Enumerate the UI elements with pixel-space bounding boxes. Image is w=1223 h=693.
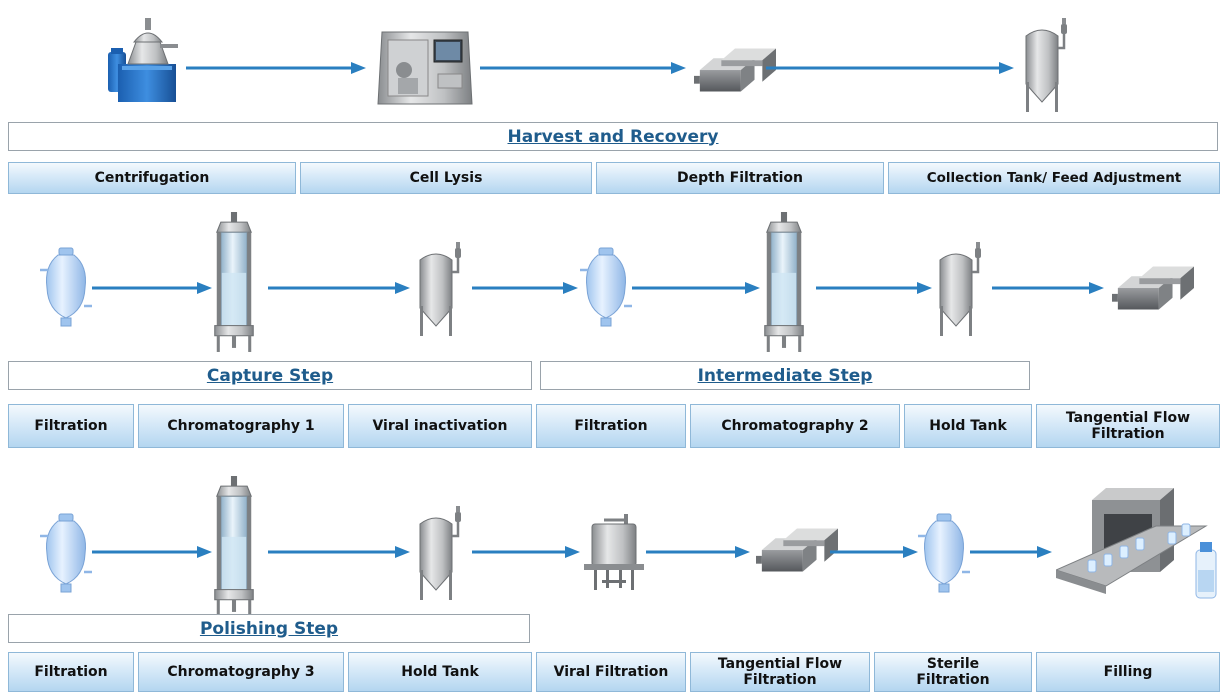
flow-arrow [92, 546, 212, 558]
filling-machine-icon [1056, 486, 1222, 604]
flow-arrow [992, 282, 1104, 294]
hold-tank-icon [932, 236, 988, 344]
step-centrifugation: Centrifugation [8, 162, 296, 194]
step-depth-filtration: Depth Filtration [596, 162, 884, 194]
tff-module-icon [756, 528, 838, 574]
centrifuge-icon [108, 14, 188, 104]
flow-arrow [268, 282, 410, 294]
filter-vessel-icon [40, 246, 92, 330]
step-chromatography-2: Chromatography 2 [690, 404, 900, 448]
step-filtration: Filtration [8, 404, 134, 448]
step-hold-tank-2: Hold Tank [348, 652, 532, 692]
filter-vessel-icon [580, 246, 632, 330]
step-collection-tank: Collection Tank/ Feed Adjustment [888, 162, 1220, 194]
flow-arrow [766, 62, 1014, 74]
flow-arrow [816, 282, 932, 294]
flow-arrow [830, 546, 918, 558]
section-title-harvest: Harvest and Recovery [8, 122, 1218, 151]
step-filtration-2: Filtration [536, 404, 686, 448]
step-filling: Filling [1036, 652, 1220, 692]
step-viral-filtration: Viral Filtration [536, 652, 686, 692]
flow-arrow [646, 546, 750, 558]
flow-arrow [970, 546, 1052, 558]
flow-arrow [472, 282, 578, 294]
step-tangential-flow-filtration: Tangential Flow Filtration [1036, 404, 1220, 448]
tff-module-icon [1112, 266, 1194, 312]
section-title-intermediate: Intermediate Step [540, 361, 1030, 390]
step-tangential-flow-filtration-2: Tangential Flow Filtration [690, 652, 870, 692]
collection-tank-icon [1018, 12, 1074, 120]
filter-vessel-icon [918, 512, 970, 596]
viral-filter-icon [584, 514, 644, 594]
hold-tank-icon [412, 500, 468, 608]
depth-filter-icon [694, 48, 776, 94]
step-chromatography-1: Chromatography 1 [138, 404, 344, 448]
step-viral-inactivation: Viral inactivation [348, 404, 532, 448]
cell-lysis-machine-icon [374, 26, 474, 110]
flow-arrow [268, 546, 410, 558]
step-hold-tank: Hold Tank [904, 404, 1032, 448]
chromatography-column-icon [214, 212, 254, 354]
flow-arrow [186, 62, 366, 74]
section-title-polishing: Polishing Step [8, 614, 530, 643]
step-sterile-filtration: Sterile Filtration [874, 652, 1032, 692]
flow-arrow [632, 282, 760, 294]
chromatography-column-icon [764, 212, 804, 354]
section-title-capture: Capture Step [8, 361, 532, 390]
flow-arrow [92, 282, 212, 294]
chromatography-column-icon [214, 476, 254, 618]
filter-vessel-icon [40, 512, 92, 596]
flow-arrow [472, 546, 580, 558]
step-cell-lysis: Cell Lysis [300, 162, 592, 194]
hold-tank-icon [412, 236, 468, 344]
step-chromatography-3: Chromatography 3 [138, 652, 344, 692]
step-filtration-3: Filtration [8, 652, 134, 692]
flow-arrow [480, 62, 686, 74]
